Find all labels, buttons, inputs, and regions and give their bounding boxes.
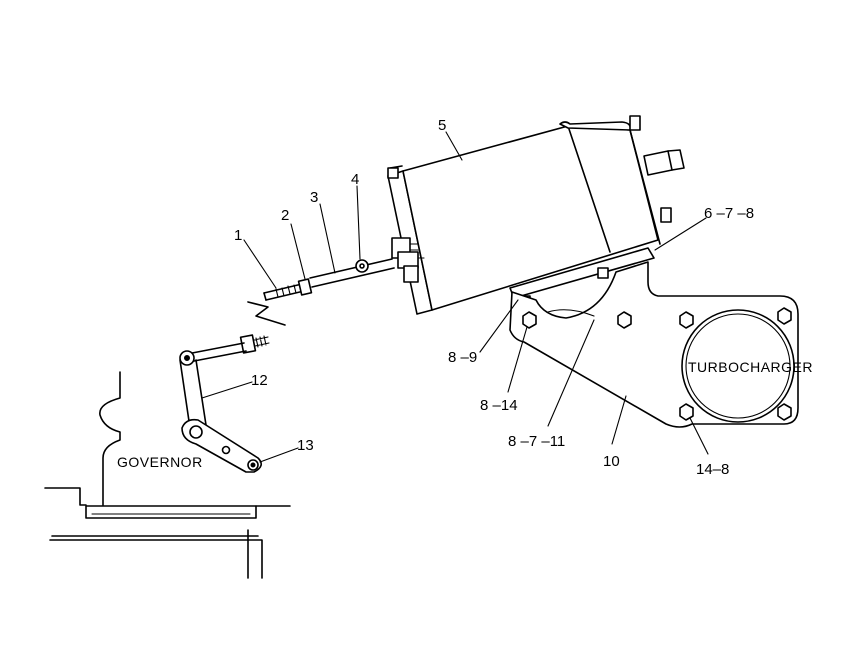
governor-label: GOVERNOR bbox=[117, 454, 203, 470]
callout-8-9: 8 –9 bbox=[448, 349, 477, 366]
callout-14-8: 14–8 bbox=[696, 461, 729, 478]
callout-6-7-8: 6 –7 –8 bbox=[704, 205, 754, 222]
leader-lines bbox=[201, 131, 709, 463]
callout-13: 13 bbox=[297, 437, 314, 454]
callout-12: 12 bbox=[251, 372, 268, 389]
turbocharger-label: TURBOCHARGER bbox=[688, 359, 813, 375]
governor-housing bbox=[44, 371, 291, 579]
callout-2: 2 bbox=[281, 207, 289, 224]
actuator-rod bbox=[263, 258, 395, 301]
callout-8-7-11: 8 –7 –11 bbox=[508, 433, 565, 450]
bell-crank-linkage bbox=[179, 334, 270, 473]
break-line bbox=[247, 301, 286, 326]
callout-10: 10 bbox=[603, 453, 620, 470]
callout-1: 1 bbox=[234, 227, 242, 244]
actuator-body bbox=[387, 115, 685, 315]
callout-4: 4 bbox=[351, 171, 359, 188]
callout-5: 5 bbox=[438, 117, 446, 134]
turbocharger-flange bbox=[681, 309, 795, 423]
callouts: 1 2 3 4 5 6 –7 –8 8 –9 8 –14 8 –7 –11 10… bbox=[234, 117, 754, 478]
callout-3: 3 bbox=[310, 189, 318, 206]
callout-8-14: 8 –14 bbox=[480, 397, 518, 414]
